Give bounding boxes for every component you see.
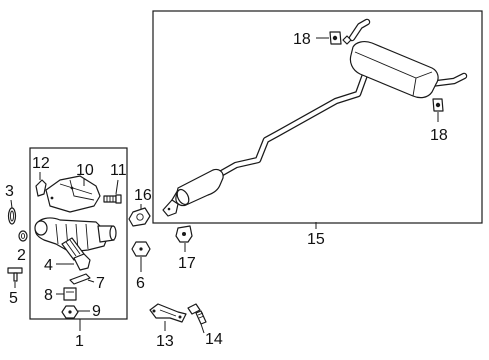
bolt-14 — [187, 303, 207, 325]
nut — [61, 305, 79, 319]
clip — [35, 179, 47, 197]
callout-14: 14 — [205, 331, 223, 348]
hanger-insulator-lower — [432, 98, 444, 112]
leader-14 — [200, 323, 205, 334]
leader-7 — [87, 279, 95, 283]
callout-18-lower: 18 — [430, 127, 448, 144]
bolt-11 — [103, 194, 122, 204]
clamp — [63, 287, 77, 301]
callout-4: 4 — [44, 257, 53, 274]
callout-12: 12 — [32, 155, 50, 172]
gasket — [69, 273, 91, 285]
hanger-bracket — [149, 303, 187, 323]
heat-shield — [45, 175, 101, 213]
callout-11: 11 — [110, 162, 127, 179]
callout-2: 2 — [17, 247, 26, 264]
leader-3 — [10, 199, 13, 209]
converter-assembly-frame — [29, 147, 128, 320]
exhaust-assembly-frame — [152, 10, 483, 224]
gasket-ring — [18, 230, 28, 242]
callout-15: 15 — [307, 231, 325, 248]
resonator — [175, 168, 224, 207]
callout-18-upper: 18 — [293, 31, 311, 48]
callout-3: 3 — [5, 183, 14, 200]
stud — [7, 267, 23, 282]
callout-17: 17 — [178, 255, 196, 272]
seal-ring — [7, 207, 17, 225]
catalytic-converter — [34, 217, 117, 253]
callout-5: 5 — [9, 290, 18, 307]
callout-13: 13 — [156, 333, 174, 350]
rear-muffler — [349, 41, 439, 99]
inlet-flange — [162, 199, 179, 217]
callout-1: 1 — [75, 333, 84, 350]
flange-gasket — [128, 207, 151, 227]
leader-11 — [115, 179, 119, 195]
callout-9: 9 — [92, 303, 101, 320]
callout-7: 7 — [96, 275, 105, 292]
callout-10: 10 — [76, 162, 94, 179]
callout-16: 16 — [134, 187, 152, 204]
flange-nut — [131, 241, 151, 257]
callout-8: 8 — [44, 287, 53, 304]
bracket — [73, 253, 91, 271]
hanger-insulator-upper — [329, 31, 352, 45]
isolator — [175, 225, 193, 243]
callout-6: 6 — [136, 275, 145, 292]
